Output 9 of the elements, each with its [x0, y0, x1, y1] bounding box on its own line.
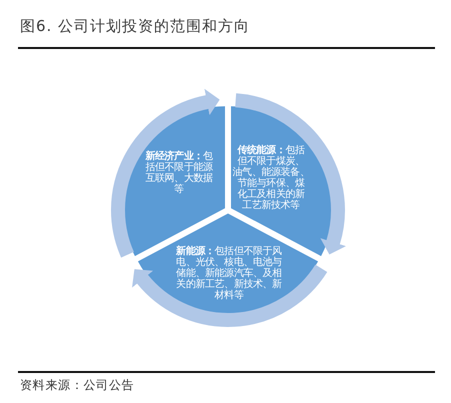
- figure-title: 图6. 公司计划投资的范围和方向: [20, 17, 250, 35]
- pie-segment: [137, 213, 319, 316]
- source-note: 资料来源：公司公告: [20, 378, 134, 393]
- cycle-arrow: [111, 89, 220, 258]
- segment-description: 传统能源：包括但不限于煤炭、油气、能源装备、节能与环保、煤化工及相关的新工艺新技术等: [232, 145, 310, 211]
- cycle-arrow: [132, 264, 327, 327]
- segment-description: 新经济产业：包括但不限于能源互联网、大数据等: [145, 151, 213, 195]
- cycle-arrow: [234, 93, 346, 255]
- segment-description: 新能源：包括但不限于风电、光伏、核电、电池与储能、新能源汽车、及相关的新工艺、新技术、新材料等: [176, 246, 282, 301]
